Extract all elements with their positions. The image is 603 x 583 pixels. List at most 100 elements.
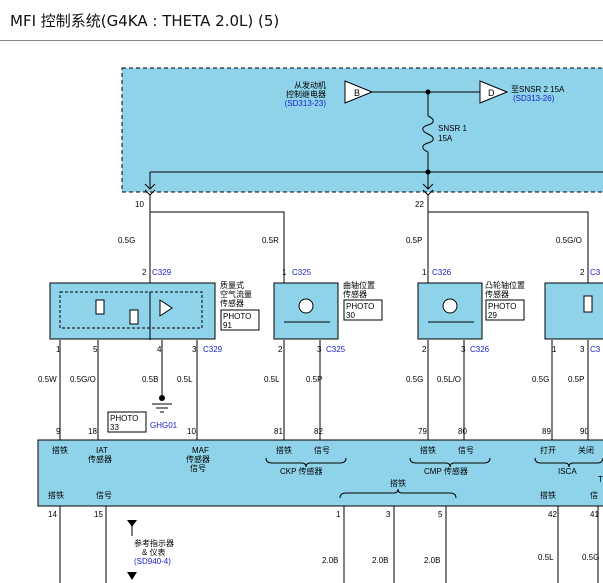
maf-pin-3: 3 <box>192 345 197 354</box>
ecm-bottom-pin-1: 1 <box>336 510 341 519</box>
cmp-name-1: 凸轮轴位置 <box>485 280 525 290</box>
ecm-pin-89: 89 <box>542 427 551 436</box>
bus-terminal-marks <box>144 183 434 190</box>
ecm-label-t: T <box>598 475 603 484</box>
ecm-pin-80: 80 <box>458 427 467 436</box>
maf-resistor-icon <box>95 299 105 315</box>
ground-photo-num: 33 <box>110 423 119 432</box>
page-title: MFI 控制系统(G4KA : THETA 2.0L) (5) <box>10 12 280 30</box>
ecm-label-isca: ISCA <box>558 467 577 476</box>
isca-top-connector-link[interactable]: C3 <box>590 268 601 277</box>
source-label-1: 从发动机 <box>294 80 326 90</box>
ecm-pin-81: 81 <box>274 427 283 436</box>
ecm-label-iat: IAT <box>96 446 108 455</box>
cmp-pin-2: 2 <box>422 345 427 354</box>
wire-lower-0-5l-ckp: 0.5L <box>264 375 280 384</box>
maf-pin-4: 4 <box>157 345 162 354</box>
ground-photo-label: PHOTO <box>110 414 138 423</box>
top-pin-left: 10 <box>135 200 144 209</box>
ground-icon <box>152 403 172 413</box>
ecm-label-cmp-signal: 信号 <box>458 445 474 455</box>
ecm-label-ckp-signal: 信号 <box>314 445 330 455</box>
wire-bottom-2-0b-1: 2.0B <box>322 556 338 565</box>
ecm-label-row2-right-signal: 信 <box>590 490 598 500</box>
cmp-photo-num: 29 <box>488 311 497 320</box>
ecm-bottom-pin-15: 15 <box>94 510 103 519</box>
ground-ghg01-link[interactable]: GHG01 <box>150 421 178 430</box>
ecm-label-mid-ground: 搭铁 <box>390 478 406 488</box>
fuse-name: SNSR 1 <box>438 124 467 133</box>
ecm-bottom-pin-5: 5 <box>438 510 443 519</box>
ecm-pin-9: 9 <box>56 427 61 436</box>
ckp-top-connector-link[interactable]: C325 <box>292 268 312 277</box>
cmp-bottom-connector-link[interactable]: C326 <box>470 345 490 354</box>
ecm-label-close: 关闭 <box>578 445 594 455</box>
reference-arrow-icon <box>127 520 137 527</box>
ckp-name-1: 曲轴位置 <box>343 280 375 290</box>
wire-lower-0-5p-ckp: 0.5P <box>306 375 322 384</box>
reference-down-arrow-icon <box>127 572 137 580</box>
ecm-pin-79: 79 <box>418 427 427 436</box>
wire-lower-0-5p-isca: 0.5P <box>568 375 584 384</box>
ecm-label-row2-signal: 信号 <box>96 490 112 500</box>
reference-line-1: 参考指示器 <box>134 538 174 548</box>
reference-line-2: & 仪表 <box>142 547 166 557</box>
maf-name-2: 空气流量 <box>220 289 252 299</box>
connector-b-arrow <box>344 80 374 104</box>
wire-bottom-2-0b-2: 2.0B <box>372 556 388 565</box>
ecm-pin-10: 10 <box>187 427 196 436</box>
maf-photo-label: PHOTO <box>223 312 251 321</box>
ckp-top-pin: 1 <box>282 268 287 277</box>
isca-bottom-connector-link[interactable]: C3 <box>590 345 601 354</box>
ecm-pin-18: 18 <box>88 427 97 436</box>
ckp-photo-box <box>343 299 383 321</box>
cmp-top-connector-link[interactable]: C326 <box>432 268 452 277</box>
maf-top-connector-link[interactable]: C329 <box>152 268 172 277</box>
wire-label-0-5g: 0.5G <box>118 236 135 245</box>
dest-label: 至SNSR 2 15A <box>511 85 565 94</box>
wire-lower-0-5l-maf: 0.5L <box>177 375 193 384</box>
cmp-photo-box <box>485 299 525 321</box>
ecm-bottom-pin-14: 14 <box>48 510 57 519</box>
wire-label-0-5r: 0.5R <box>262 236 279 245</box>
fuse-rating: 15A <box>438 134 453 143</box>
ecm-pin-82: 82 <box>314 427 323 436</box>
lower-wires <box>59 340 589 440</box>
maf-top-pin: 2 <box>142 268 147 277</box>
cmp-photo-label: PHOTO <box>488 302 516 311</box>
ecm-label-row2-ground: 搭铁 <box>48 490 64 500</box>
ckp-pin-2: 2 <box>278 345 283 354</box>
maf-pin-5: 5 <box>93 345 98 354</box>
ecm-label-ckp-ground: 搭铁 <box>276 445 292 455</box>
isca-top-pin: 2 <box>580 268 585 277</box>
wire-bottom-0-5g: 0.5G <box>582 553 599 562</box>
ecm-label-maf: MAF <box>192 446 209 455</box>
iat-resistor-icon <box>129 309 139 325</box>
wire-label-0-5p: 0.5P <box>406 236 422 245</box>
maf-name-3: 传感器 <box>220 298 244 308</box>
isca-brace <box>534 457 603 468</box>
cmp-name-2: 传感器 <box>485 289 509 299</box>
dest-ref-link[interactable]: (SD313-26) <box>513 94 555 103</box>
ckp-brace <box>265 457 347 468</box>
ckp-bottom-connector-link[interactable]: C325 <box>326 345 346 354</box>
ecm-label-cmp-ground: 搭铁 <box>420 445 436 455</box>
isca-box <box>544 282 603 340</box>
wire-bottom-2-0b-3: 2.0B <box>424 556 440 565</box>
ecm-label-ckp-name: CKP 传感器 <box>280 466 323 476</box>
bottom-wires <box>59 506 599 583</box>
reference-link[interactable]: (SD940-4) <box>134 557 171 566</box>
ecm-bottom-pin-41: 41 <box>590 510 599 519</box>
wire-lower-0-5b: 0.5B <box>142 375 158 384</box>
connector-d-label: D <box>488 88 495 98</box>
ckp-photo-label: PHOTO <box>346 302 374 311</box>
ecm-pin-90: 90 <box>580 427 589 436</box>
maf-photo-box <box>220 309 260 331</box>
wire-lower-0-5g-isca: 0.5G <box>532 375 549 384</box>
wire-lower-0-5go: 0.5G/O <box>70 375 96 384</box>
maf-bottom-connector-link[interactable]: C329 <box>203 345 223 354</box>
ecm-label-ground: 搭铁 <box>52 445 68 455</box>
source-ref-link[interactable]: (SD313-23) <box>285 99 327 108</box>
maf-photo-num: 91 <box>223 321 232 330</box>
